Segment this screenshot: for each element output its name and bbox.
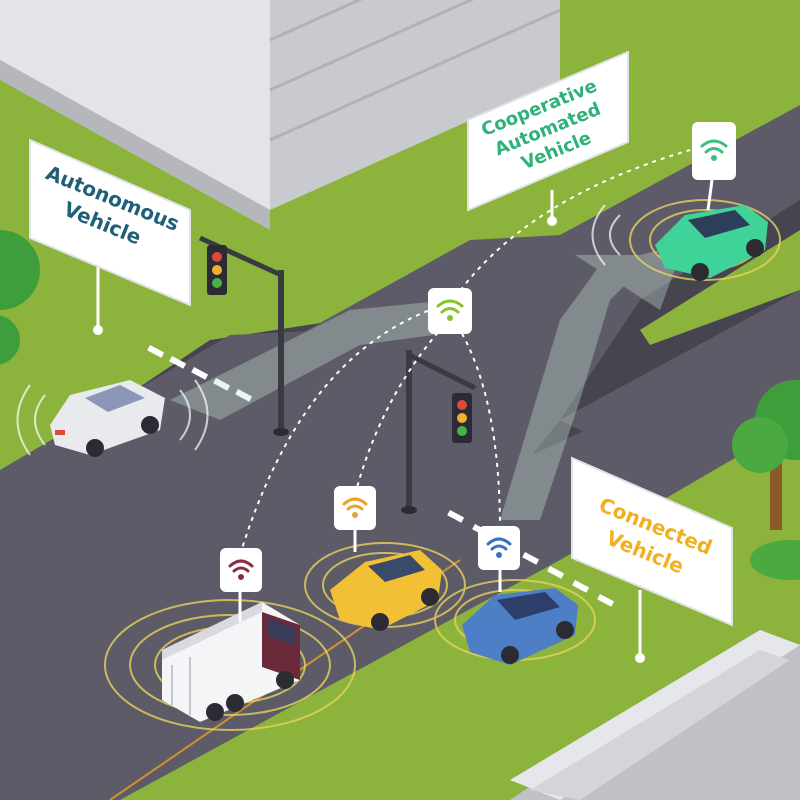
- wifi-icon: [436, 299, 464, 321]
- building-bottom-right: [510, 630, 800, 800]
- traffic-light-icon: [401, 350, 477, 514]
- wifi-bubble-center: [428, 288, 472, 334]
- wifi-bubble-green: [692, 122, 736, 211]
- tree-icon: [0, 230, 40, 365]
- crosswalk-left: [147, 345, 253, 402]
- connection-lines: [239, 149, 691, 556]
- green-car: [655, 205, 768, 281]
- truck: [162, 602, 300, 722]
- wifi-icon: [342, 497, 368, 518]
- building-top: [0, 0, 561, 230]
- tree-icon: [732, 380, 800, 530]
- yellow-car: [330, 550, 442, 631]
- bush: [750, 540, 800, 580]
- wifi-bubble-blue: [478, 526, 520, 592]
- wifi-icon: [700, 139, 728, 161]
- wifi-icon: [228, 559, 254, 580]
- sensor-arcs: [16, 204, 621, 456]
- wifi-icon: [486, 537, 512, 558]
- wifi-bubble-truck: [220, 548, 262, 622]
- blue-car: [462, 588, 578, 665]
- white-autonomous-car: [50, 380, 165, 457]
- traffic-light-icon: [198, 235, 289, 436]
- wifi-bubble-yellow: [334, 486, 376, 552]
